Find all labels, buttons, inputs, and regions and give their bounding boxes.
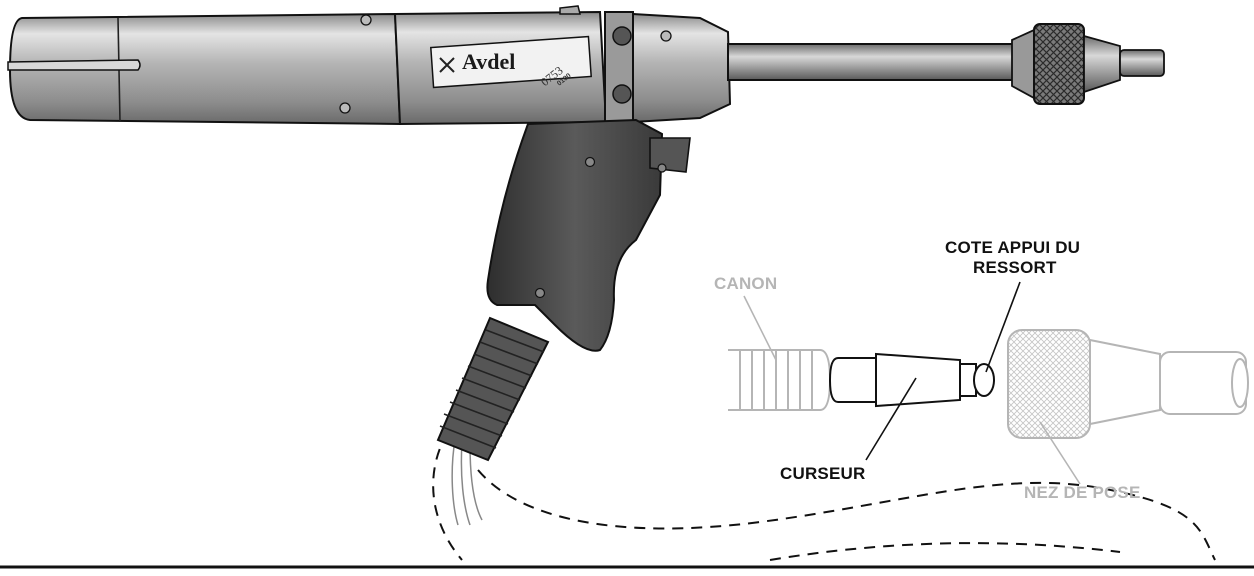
pistol-grip (486, 118, 691, 352)
nez-de-pose-part (1007, 329, 1249, 439)
leader-lines (743, 281, 1081, 485)
canon-part (728, 349, 832, 411)
label-curseur: CURSEUR (780, 464, 866, 483)
label-canon: CANON (714, 274, 778, 293)
cote-appui-leader (985, 281, 1021, 373)
curseur-leader (865, 377, 917, 461)
label-nez-de-pose: NEZ DE POSE (1024, 483, 1141, 502)
air-hose (432, 431, 1216, 561)
brand-name: Avdel (462, 49, 516, 74)
curseur-part (828, 352, 995, 408)
label-cote-appui-line2: RESSORT (973, 258, 1057, 277)
tool-body (7, 5, 1165, 126)
avdel-logo-icon (438, 56, 456, 74)
nez-de-pose-leader (1039, 421, 1081, 485)
hose-sleeve (436, 316, 550, 462)
label-cote-appui-line1: COTE APPUI DU (945, 238, 1081, 257)
canon-leader (743, 295, 777, 361)
